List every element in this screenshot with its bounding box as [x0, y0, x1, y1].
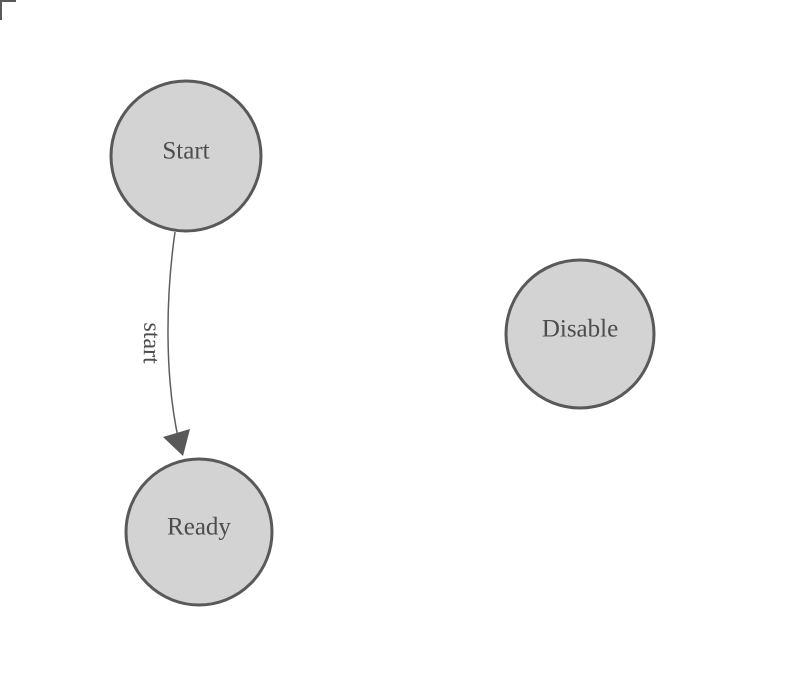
state-node-ready[interactable]: [124, 457, 274, 607]
edge-arrowhead-icon[interactable]: [163, 429, 190, 456]
state-node-disable[interactable]: [504, 258, 656, 410]
transition-edge-start-ready[interactable]: [167, 231, 180, 443]
canvas-origin-mark: [0, 0, 16, 20]
edge-label: start: [138, 322, 165, 364]
state-node-start[interactable]: [109, 79, 263, 233]
